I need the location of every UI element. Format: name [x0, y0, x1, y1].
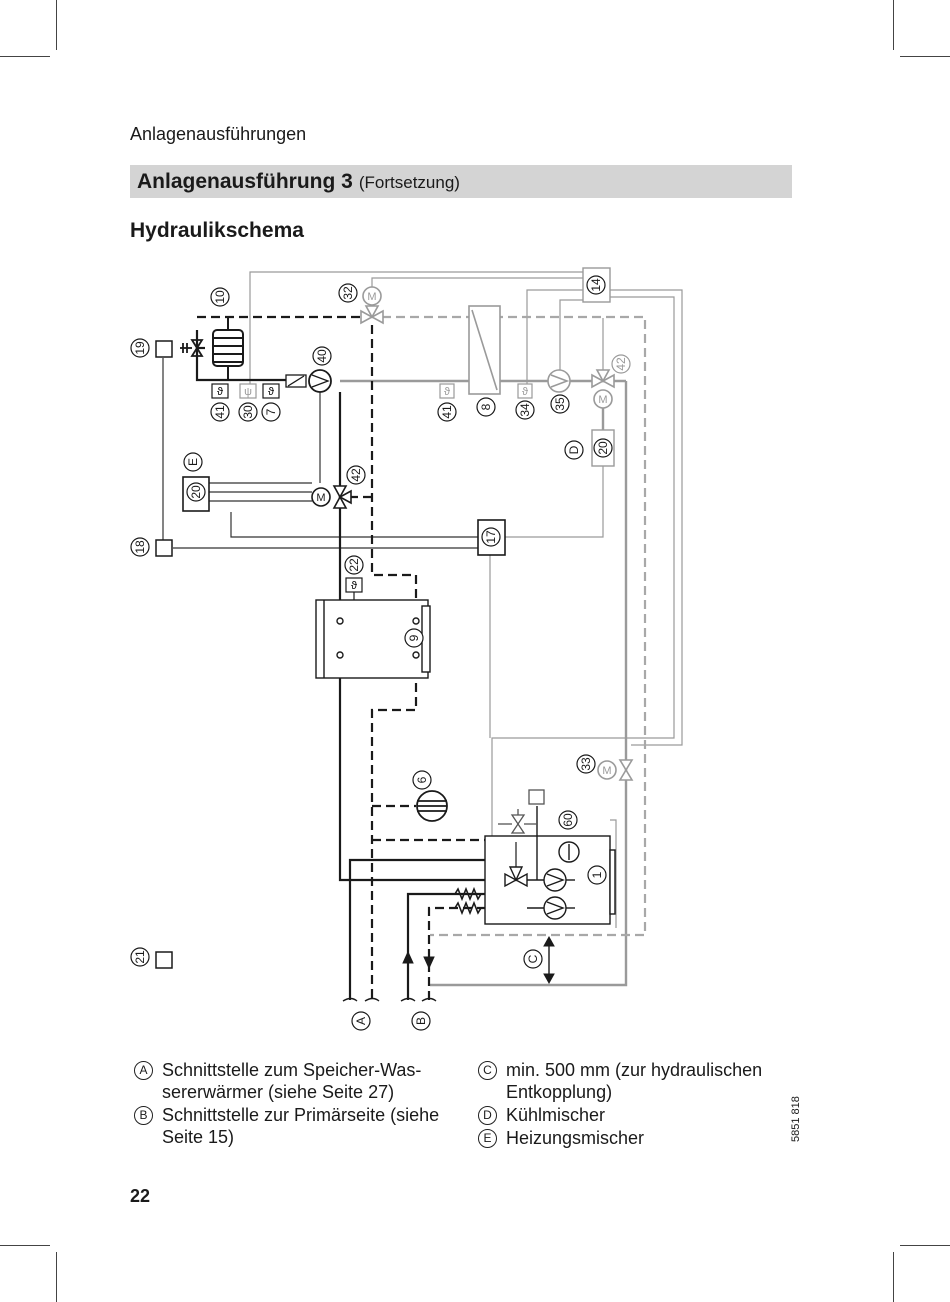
- label-40: 40: [315, 349, 329, 363]
- legend-marker: C: [478, 1061, 497, 1080]
- svg-text:ψ: ψ: [244, 386, 252, 398]
- crop-mark-bottom-right-v: [893, 1252, 894, 1302]
- page-title-sub: (Fortsetzung): [358, 172, 460, 192]
- label-9: 9: [407, 634, 421, 641]
- crop-mark-bottom-left-v: [56, 1252, 57, 1302]
- label-D: D: [567, 445, 581, 454]
- crop-mark-top-left-h: [0, 56, 50, 57]
- label-20-heating: 20: [189, 485, 203, 499]
- legend-item-A: A Schnittstelle zum Speicher-Was-sererwä…: [134, 1059, 454, 1103]
- crop-mark-bottom-right-h: [900, 1245, 950, 1246]
- pump-40: [285, 369, 332, 393]
- label-E: E: [186, 458, 200, 466]
- label-42-mixer: 42: [349, 468, 363, 482]
- motor-32-label: M: [367, 291, 376, 303]
- dashed-gray-pipes: [382, 315, 647, 937]
- expansion-vessel-6: [416, 790, 448, 822]
- dashed-pipes: [197, 315, 485, 1000]
- label-8: 8: [479, 403, 493, 410]
- legend-item-E: E Heizungsmischer: [478, 1127, 778, 1149]
- legend-text: min. 500 mm (zur hydraulischen Entkopplu…: [506, 1060, 763, 1102]
- control-wiring: [162, 358, 478, 549]
- number-labels: 10 19 32 40 41 30 7 41 8 34 35 14 42 20 …: [130, 275, 631, 1031]
- label-30: 30: [241, 405, 255, 419]
- legend-text: Schnittstelle zur Primärseite (siehe Sei…: [162, 1105, 440, 1147]
- document-number: 5851 818: [790, 1096, 802, 1142]
- crop-mark-bottom-left-h: [0, 1245, 50, 1246]
- crop-mark-top-left-v: [56, 0, 57, 50]
- label-C: C: [526, 954, 540, 963]
- label-34: 34: [518, 403, 532, 417]
- section-header: Anlagenausführungen: [130, 124, 307, 144]
- label-17: 17: [484, 530, 498, 544]
- legend-text: Kühlmischer: [506, 1105, 606, 1125]
- label-20-cooling: 20: [596, 441, 610, 455]
- safety-valve: [498, 789, 545, 834]
- label-6: 6: [415, 776, 429, 783]
- pump-35: [547, 369, 571, 393]
- label-18: 18: [133, 540, 147, 554]
- valve-42-right: M: [591, 369, 615, 409]
- component-18-box: [155, 539, 173, 557]
- crop-mark-top-right-h: [900, 56, 950, 57]
- heat-exchanger-8: [468, 305, 501, 395]
- label-10: 10: [213, 290, 227, 304]
- label-32: 32: [341, 286, 355, 300]
- label-33: 33: [579, 757, 593, 771]
- legend-marker: B: [134, 1106, 153, 1125]
- label-42-right: 42: [614, 357, 628, 371]
- legend-marker: E: [478, 1129, 497, 1148]
- sensor-boxes-right: ϑ ϑ: [439, 383, 533, 399]
- valve-42-mixer: M: [311, 485, 352, 509]
- hydraulic-diagram: ϑ ψ ϑ M ϑ ϑ: [130, 267, 683, 1031]
- label-35: 35: [553, 397, 567, 411]
- motor-33-label: M: [602, 765, 611, 777]
- page-number: 22: [130, 1186, 151, 1206]
- sensor-41-symbol: ϑ: [217, 386, 223, 398]
- legend-text: Schnittstelle zum Speicher-Was-sererwärm…: [162, 1060, 422, 1102]
- valve-manual: [180, 339, 204, 357]
- label-21: 21: [133, 950, 147, 964]
- sensor-7-symbol: ϑ: [268, 386, 274, 398]
- sensor-boxes-left: ϑ ψ ϑ: [211, 383, 280, 399]
- throttle-resistors: [454, 886, 482, 916]
- label-19: 19: [133, 341, 147, 355]
- legend-right: C min. 500 mm (zur hydraulischen Entkopp…: [478, 1059, 778, 1150]
- page-title: Anlagenausführung 3: [137, 169, 353, 193]
- diagram-heading: Hydraulikschema: [130, 219, 304, 242]
- legend-item-C: C min. 500 mm (zur hydraulischen Entkopp…: [478, 1059, 778, 1103]
- label-41a: 41: [213, 405, 227, 419]
- legend-left: A Schnittstelle zum Speicher-Was-sererwä…: [134, 1059, 454, 1149]
- component-21-box: [155, 951, 173, 969]
- flow-arrows: [342, 935, 555, 1002]
- label-60: 60: [561, 813, 575, 827]
- title-bar: Anlagenausführung 3 (Fortsetzung): [130, 165, 792, 198]
- legend-item-B: B Schnittstelle zur Primärseite (siehe S…: [134, 1104, 454, 1148]
- label-B: B: [414, 1017, 428, 1025]
- crop-mark-top-right-v: [893, 0, 894, 50]
- valve-32: M: [360, 286, 384, 325]
- legend-marker: D: [478, 1106, 497, 1125]
- legend-text: Heizungsmischer: [506, 1128, 645, 1148]
- legend-item-D: D Kühlmischer: [478, 1104, 778, 1126]
- sensor-34-symbol: ϑ: [522, 386, 528, 398]
- label-A: A: [354, 1017, 368, 1025]
- sensor-22: ϑ: [345, 577, 363, 600]
- component-19-box: [155, 340, 173, 358]
- sensor-22-symbol: ϑ: [351, 580, 357, 592]
- sensor-41b-symbol: ϑ: [444, 386, 450, 398]
- valve-33: M: [597, 759, 634, 781]
- coil-heat-exchanger: [212, 317, 244, 381]
- label-22: 22: [347, 558, 361, 572]
- label-1: 1: [590, 871, 604, 878]
- label-41b: 41: [440, 405, 454, 419]
- legend-marker: A: [134, 1061, 153, 1080]
- label-14: 14: [589, 278, 603, 292]
- motor-42-mixer-label: M: [316, 492, 325, 504]
- control-lines: [249, 271, 683, 928]
- label-7: 7: [264, 408, 278, 415]
- motor-42-right-label: M: [598, 394, 607, 406]
